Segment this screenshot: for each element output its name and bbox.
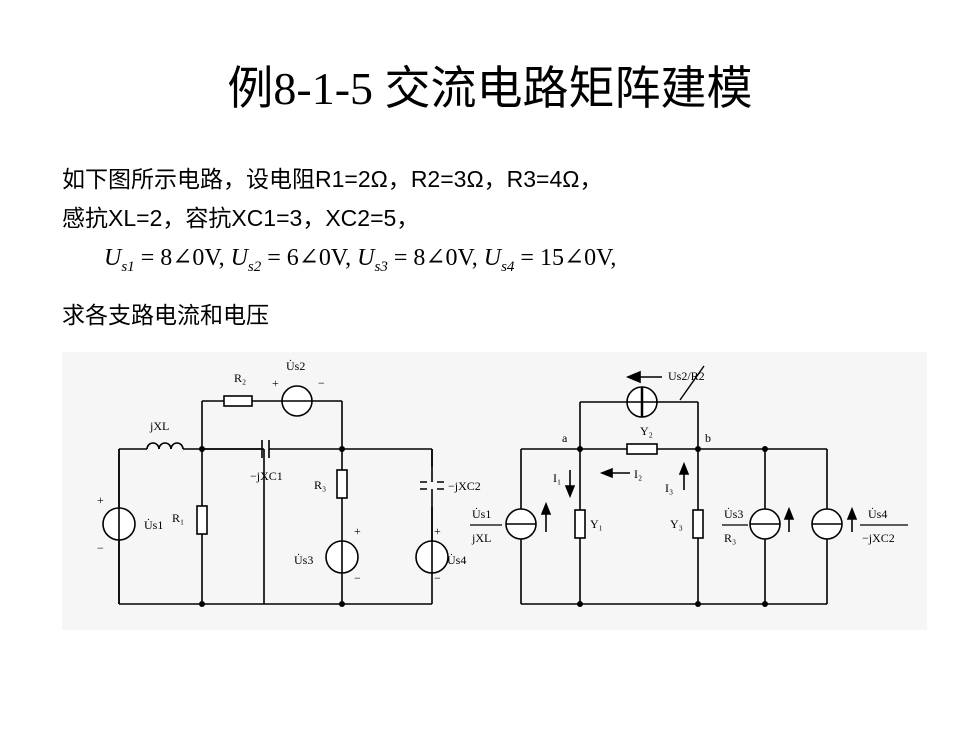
circuit-diagram: R₂ + U̇s2 − jXL −jXC1 R₃ R₁ + − U̇s1 + U… xyxy=(62,352,927,630)
label-minus-us1: − xyxy=(97,541,104,555)
label-Us4: U̇s4 xyxy=(447,553,466,567)
label-f3-den: R₃ xyxy=(724,531,736,545)
label-jXL: jXL xyxy=(149,419,169,433)
label-plus-us4: + xyxy=(434,524,441,538)
label-node-b: b xyxy=(705,431,711,445)
label-f1-num: U̇s1 xyxy=(472,507,491,521)
label-I3: I₃ xyxy=(665,481,673,495)
label-f3-num: U̇s3 xyxy=(724,507,743,521)
label-minus-us2: − xyxy=(318,376,325,390)
label-C1: −jXC1 xyxy=(250,469,283,483)
slide-title: 例8-1-5 交流电路矩阵建模 xyxy=(227,63,753,114)
label-I1: I₁ xyxy=(553,471,561,485)
label-Y2: Y₂ xyxy=(640,424,653,438)
label-f4-num: U̇s4 xyxy=(868,507,887,521)
label-Us1: U̇s1 xyxy=(144,518,163,532)
label-R2: R₂ xyxy=(234,371,246,385)
problem-line-2: 感抗XL=2，容抗XC1=3，XC2=5， xyxy=(62,205,420,231)
eq-us2: Us2 = 6∠0V xyxy=(230,245,346,275)
label-minus-us3: − xyxy=(354,571,361,585)
label-Y3: Y₃ xyxy=(670,517,683,531)
label-f4-den: −jXC2 xyxy=(862,531,895,545)
label-node-a: a xyxy=(562,431,568,445)
eq-us4: Us4 = 15∠0V xyxy=(483,245,611,275)
label-I2: I₂ xyxy=(634,467,642,481)
label-src-top: Us2/R2 xyxy=(668,369,705,383)
label-plus-us3: + xyxy=(354,524,361,538)
label-R1: R₁ xyxy=(172,511,184,525)
problem-line-1: 如下图所示电路，设电阻R1=2Ω，R2=3Ω，R3=4Ω， xyxy=(62,166,603,192)
label-Us3: U̇s3 xyxy=(294,553,313,567)
label-Us2: U̇s2 xyxy=(286,359,305,373)
label-C2: −jXC2 xyxy=(448,479,481,493)
label-Y1: Y₁ xyxy=(590,517,603,531)
label-R3: R₃ xyxy=(314,478,326,492)
source-equation: Us1 = 8∠0V, Us2 = 6∠0V, Us3 = 8∠0V, Us4 … xyxy=(104,245,617,275)
eq-us1: Us1 = 8∠0V xyxy=(104,245,219,275)
label-plus-us2: + xyxy=(272,376,279,390)
label-plus-us1: + xyxy=(97,493,104,507)
problem-line-4: 求各支路电流和电压 xyxy=(62,302,269,328)
label-f1-den: jXL xyxy=(471,531,491,545)
eq-us3: Us3 = 8∠0V xyxy=(357,245,472,275)
label-minus-us4: − xyxy=(434,571,441,585)
